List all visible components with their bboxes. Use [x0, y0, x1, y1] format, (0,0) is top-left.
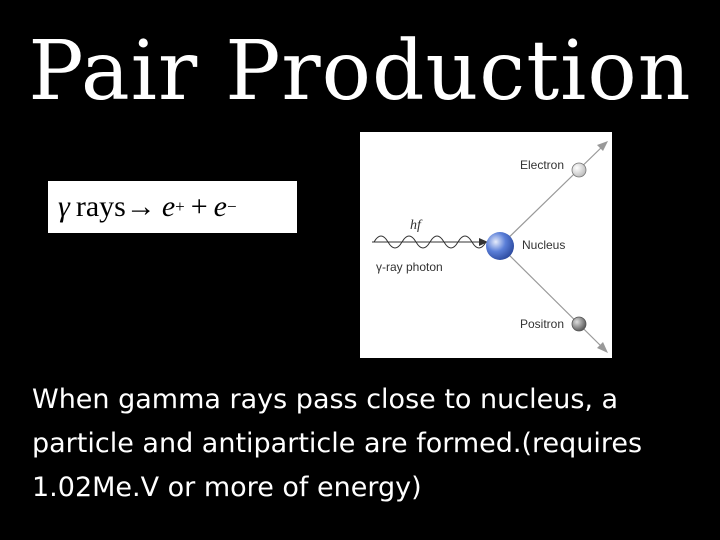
- positron-charge: +: [175, 197, 185, 216]
- equation-arrow: →: [125, 190, 156, 223]
- positron-track: [499, 245, 606, 351]
- pair-production-diagram: hf γ-ray photon Electron Nucleus Positro…: [360, 132, 612, 358]
- positron-arrow-icon: [597, 342, 608, 353]
- body-line: 1.02Me.V or more of energy): [32, 472, 422, 503]
- electron-track: [499, 143, 606, 247]
- diagram-svg: hf γ-ray photon Electron Nucleus Positro…: [372, 141, 608, 353]
- nucleus-label: Nucleus: [522, 238, 565, 252]
- electron-symbol: e: [213, 190, 227, 223]
- body-line: When gamma rays pass close to nucleus, a: [32, 384, 619, 415]
- pair-production-equation: γ rays → e+ + e−: [48, 181, 297, 233]
- hf-label: hf: [410, 218, 423, 233]
- positron-sphere: [571, 316, 587, 332]
- electron-label: Electron: [520, 158, 564, 172]
- electron-sphere: [571, 162, 587, 178]
- photon-label: γ-ray photon: [376, 260, 443, 274]
- photon-arrow-icon: [479, 238, 488, 246]
- photon-wave: [373, 235, 487, 249]
- electron-charge: −: [226, 197, 237, 216]
- equation-plus: +: [190, 190, 208, 223]
- body-line: particle and antiparticle are formed.(re…: [32, 428, 643, 459]
- gamma-symbol: γ: [58, 190, 70, 223]
- nucleus-sphere: [486, 232, 514, 260]
- slide-title: Pair Production: [28, 24, 692, 119]
- positron-symbol: e: [161, 190, 176, 223]
- positron-label: Positron: [520, 317, 564, 331]
- slide-body-text: When gamma rays pass close to nucleus, a…: [32, 378, 712, 510]
- equation-rays-word: rays: [75, 190, 126, 223]
- electron-arrow-icon: [597, 141, 608, 151]
